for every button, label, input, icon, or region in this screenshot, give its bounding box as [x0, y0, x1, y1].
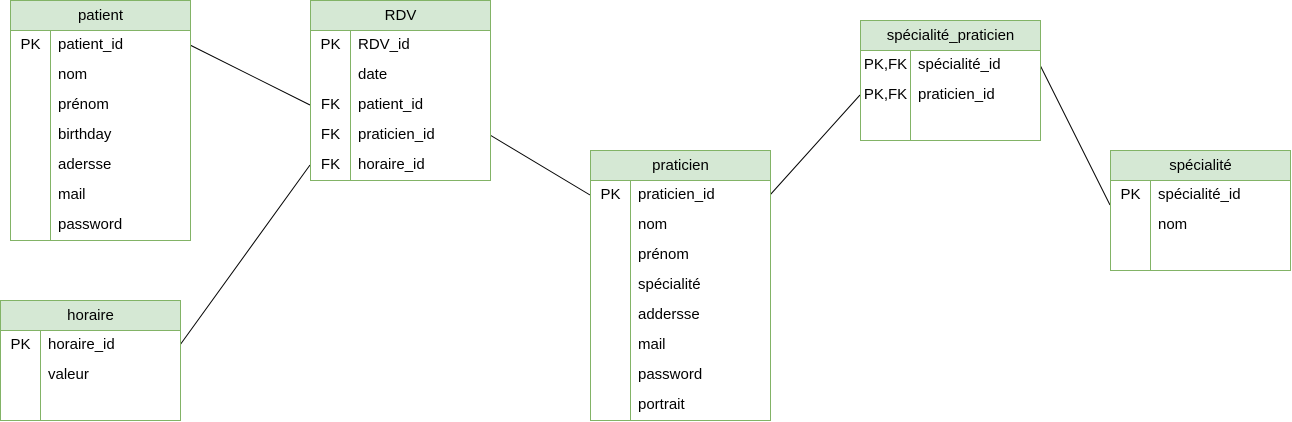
entity-praticien[interactable]: praticien PK praticien_id nom prénom spé… [590, 150, 771, 421]
field-row: spécialité [591, 270, 770, 300]
field-name: addersse [638, 306, 700, 323]
field-name: spécialité_id [1158, 186, 1241, 203]
field-name: birthday [58, 126, 112, 143]
entity-title: spécialité_praticien [861, 21, 1040, 51]
key-label: PK [600, 186, 621, 203]
relationship-praticien-specialite-praticien [769, 94, 861, 196]
field-row: nom [11, 60, 190, 90]
field-name: adersse [58, 156, 112, 173]
field-name: password [58, 216, 123, 233]
key-column-divider [40, 330, 41, 420]
entity-title: RDV [311, 1, 490, 31]
field-name: mail [638, 336, 666, 353]
field-name: nom [58, 66, 88, 83]
field-name: spécialité [638, 276, 701, 293]
field-row: valeur [1, 360, 180, 390]
key-label: PK,FK [863, 86, 908, 103]
field-name: horaire_id [48, 336, 115, 353]
field-row: mail [591, 330, 770, 360]
field-name: patient_id [58, 36, 124, 53]
relationship-rdv-praticien [489, 134, 591, 196]
field-name: prénom [58, 96, 109, 113]
field-row: FK patient_id [311, 90, 490, 120]
key-column-divider [50, 30, 51, 240]
field-row: PK patient_id [11, 30, 190, 60]
field-row: date [311, 60, 490, 90]
key-column-divider [910, 50, 911, 140]
key-label: PK [10, 336, 31, 353]
field-name: nom [638, 216, 668, 233]
field-name: valeur [48, 366, 89, 383]
field-name: praticien_id [638, 186, 715, 203]
field-row: mail [11, 180, 190, 210]
field-name: RDV_id [358, 36, 410, 53]
field-name: password [638, 366, 703, 383]
entity-title: horaire [1, 301, 180, 331]
field-row: adersse [11, 150, 190, 180]
key-label: PK [20, 36, 41, 53]
relationship-specialite-praticien-specialite [1039, 64, 1111, 206]
field-row: PK praticien_id [591, 180, 770, 210]
field-row: PK,FK praticien_id [861, 80, 1040, 110]
field-row: FK praticien_id [311, 120, 490, 150]
field-row: nom [591, 210, 770, 240]
entity-title: patient [11, 1, 190, 31]
relationship-horaire-rdv [179, 164, 311, 346]
field-name: portrait [638, 396, 685, 413]
field-name: nom [1158, 216, 1188, 233]
field-name: patient_id [358, 96, 424, 113]
key-label: PK [1120, 186, 1141, 203]
field-row: PK spécialité_id [1111, 180, 1290, 210]
field-row: nom [1111, 210, 1290, 240]
field-row: prénom [11, 90, 190, 120]
relationship-patient-rdv [189, 44, 311, 106]
field-name: spécialité_id [918, 56, 1001, 73]
key-label: PK [320, 36, 341, 53]
field-name: date [358, 66, 388, 83]
field-row: portrait [591, 390, 770, 420]
entity-specialite-praticien[interactable]: spécialité_praticien PK,FK spécialité_id… [860, 20, 1041, 141]
key-label: FK [320, 126, 341, 143]
field-row: prénom [591, 240, 770, 270]
field-name: horaire_id [358, 156, 425, 173]
field-name: praticien_id [918, 86, 995, 103]
field-row: PK RDV_id [311, 30, 490, 60]
key-label: FK [320, 96, 341, 113]
key-column-divider [1150, 180, 1151, 270]
entity-specialite[interactable]: spécialité PK spécialité_id nom [1110, 150, 1291, 271]
entity-patient[interactable]: patient PK patient_id nom prénom birthda… [10, 0, 191, 241]
key-column-divider [630, 180, 631, 420]
field-row: addersse [591, 300, 770, 330]
field-row: birthday [11, 120, 190, 150]
field-row: password [591, 360, 770, 390]
entity-title: praticien [591, 151, 770, 181]
entity-rdv[interactable]: RDV PK RDV_id date FK patient_id FK prat… [310, 0, 491, 181]
field-row: FK horaire_id [311, 150, 490, 180]
key-label: PK,FK [863, 56, 908, 73]
field-name: praticien_id [358, 126, 435, 143]
field-row: PK,FK spécialité_id [861, 50, 1040, 80]
field-name: mail [58, 186, 86, 203]
key-label: FK [320, 156, 341, 173]
field-row: password [11, 210, 190, 240]
field-name: prénom [638, 246, 689, 263]
entity-title: spécialité [1111, 151, 1290, 181]
key-column-divider [350, 30, 351, 180]
entity-horaire[interactable]: horaire PK horaire_id valeur [0, 300, 181, 421]
field-row: PK horaire_id [1, 330, 180, 360]
